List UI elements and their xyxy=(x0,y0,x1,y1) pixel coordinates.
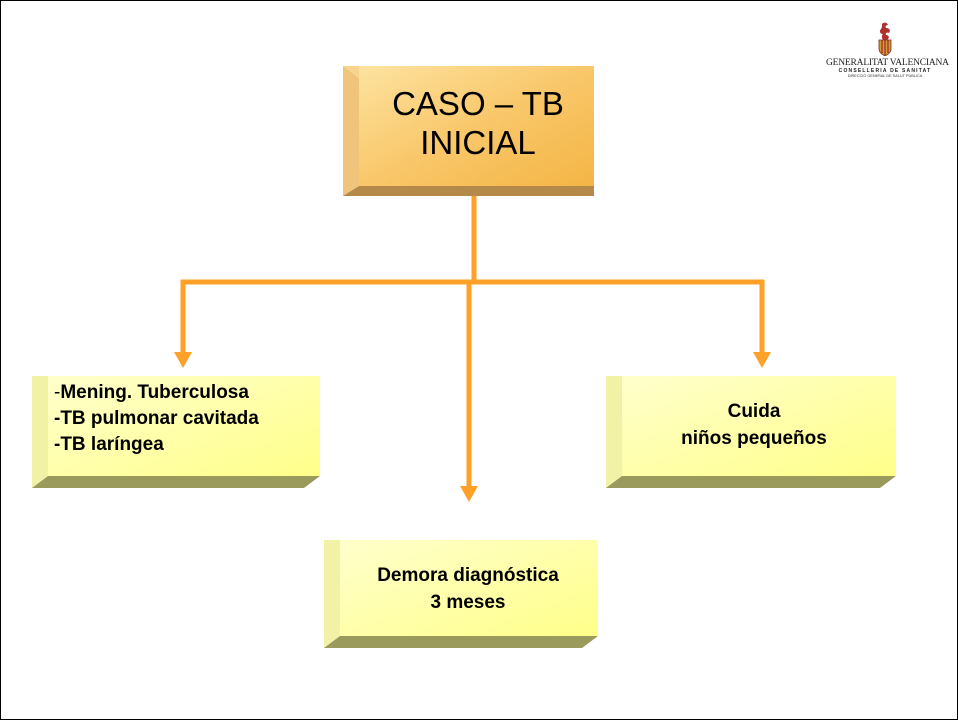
left-box-text: -Mening. Tuberculosa -TB pulmonar cavita… xyxy=(54,380,324,458)
connectors xyxy=(180,183,765,489)
root-box-left-bevel xyxy=(343,66,359,196)
root-box-top-edge xyxy=(343,66,359,78)
right-box-line2: niños pequeños xyxy=(681,428,827,449)
left-box-item3: -TB laríngea xyxy=(54,434,164,455)
bottom-box-text: Demora diagnóstica 3 meses xyxy=(342,562,594,616)
right-box xyxy=(606,376,896,488)
root-box-line2: INICIAL xyxy=(420,124,536,161)
right-box-face xyxy=(622,376,896,476)
left-box-bottom-bevel xyxy=(32,476,320,488)
bottom-box xyxy=(324,540,598,648)
right-box-left-bevel xyxy=(606,376,622,488)
left-box-item1-text: Mening. Tuberculosa xyxy=(60,382,249,403)
left-box-item1: -Mening. Tuberculosa xyxy=(54,380,324,406)
left-box-left-bevel xyxy=(32,376,48,488)
right-box-bottom-bevel xyxy=(606,476,896,488)
bottom-box-face xyxy=(340,540,598,636)
arrowheads xyxy=(174,352,771,502)
right-box-line1: Cuida xyxy=(727,401,781,422)
generalitat-logo: GENERALITAT VALENCIANA CONSELLERIA DE SA… xyxy=(826,22,949,94)
logo-line3: DIRECCIÓ GENERAL DE SALUT PÚBLICA xyxy=(847,74,923,78)
left-box-item1-dash: - xyxy=(54,382,61,403)
arrowhead-left xyxy=(174,352,192,368)
left-box-face xyxy=(48,376,320,476)
right-box-text: Cuida niños pequeños xyxy=(626,398,882,452)
arrowhead-right xyxy=(753,352,771,368)
left-box xyxy=(32,376,320,488)
bottom-box-bottom-bevel xyxy=(324,636,598,648)
root-box-text: CASO – TB INICIAL xyxy=(362,84,594,162)
bottom-box-line1: Demora diagnóstica xyxy=(377,565,559,586)
root-box xyxy=(343,66,594,196)
root-box-face xyxy=(359,66,594,186)
coat-of-arms-icon xyxy=(878,22,892,56)
root-box-line1: CASO – TB xyxy=(392,85,564,122)
bottom-box-left-bevel xyxy=(324,540,340,648)
logo-line1: GENERALITAT VALENCIANA xyxy=(826,58,949,68)
root-box-bottom-bevel xyxy=(343,186,594,196)
bottom-box-line2: 3 meses xyxy=(430,592,506,613)
logo-line2: CONSELLERIA DE SANITAT xyxy=(838,68,932,74)
left-box-item2: -TB pulmonar cavitada xyxy=(54,408,259,429)
arrowhead-center xyxy=(460,486,478,502)
